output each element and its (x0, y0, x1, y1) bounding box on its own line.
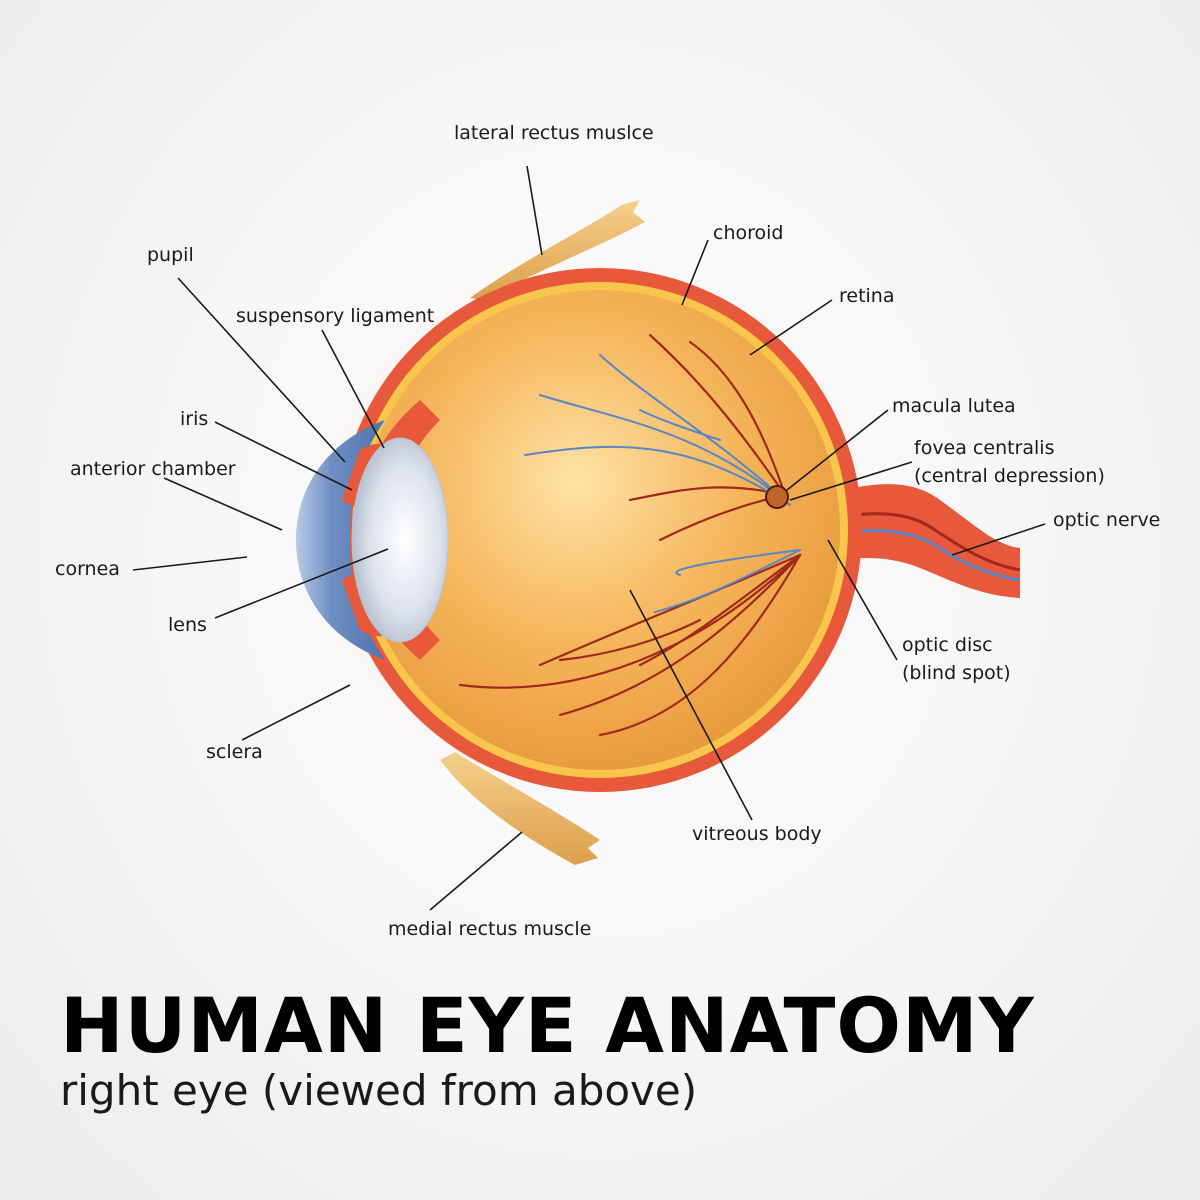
leader-macula-lutea (786, 409, 889, 491)
leader-fovea (789, 461, 913, 501)
label-optic-nerve: optic nerve (1053, 509, 1160, 531)
leader-lateral-rectus (526, 165, 543, 256)
red-blood-vessels (458, 333, 802, 737)
leader-lines (132, 165, 1046, 911)
label-iris: iris (180, 408, 208, 430)
leader-suspensory-ligament (321, 329, 385, 449)
label-suspensory-ligament: suspensory ligament (236, 305, 434, 327)
leader-iris (214, 421, 353, 491)
label-fovea-line1: fovea centralis (914, 437, 1054, 459)
leader-choroid (681, 239, 709, 306)
cornea-shape (296, 420, 385, 660)
label-fovea-line2: (central depression) (914, 465, 1105, 487)
labels: lateral rectus muslce choroid retina pup… (55, 122, 1160, 940)
page-title: HUMAN EYE ANATOMY (60, 981, 1035, 1070)
leader-vitreous-body (629, 589, 753, 821)
label-sclera: sclera (206, 741, 263, 763)
leader-pupil (177, 277, 346, 463)
leader-optic-nerve (951, 523, 1046, 556)
leader-sclera (241, 684, 351, 741)
label-optic-disc-line1: optic disc (902, 634, 993, 656)
label-cornea: cornea (55, 558, 120, 580)
label-pupil: pupil (147, 244, 194, 266)
eye-anatomy-diagram: lateral rectus muslce choroid retina pup… (55, 122, 1160, 940)
label-lens: lens (168, 614, 207, 636)
leader-optic-disc (827, 539, 898, 661)
leader-medial-rectus (429, 831, 523, 911)
lateral-rectus-muscle-shape (470, 200, 645, 300)
label-vitreous-body: vitreous body (692, 823, 822, 845)
label-lateral-rectus: lateral rectus muslce (454, 122, 654, 144)
blue-blood-vessels (524, 354, 801, 613)
label-choroid: choroid (713, 222, 783, 244)
medial-rectus-muscle-shape (440, 752, 600, 865)
leader-retina (749, 299, 833, 356)
leader-cornea (132, 556, 248, 571)
lens-shape (351, 437, 449, 643)
vitreous-body-shape (360, 290, 840, 770)
label-macula-lutea: macula lutea (892, 395, 1016, 417)
page-subtitle: right eye (viewed from above) (60, 1066, 698, 1115)
macula-lutea-shape (765, 485, 789, 509)
leader-anterior-chamber (163, 477, 283, 531)
label-optic-disc-line2: (blind spot) (902, 662, 1011, 684)
leader-lens (214, 548, 389, 619)
label-retina: retina (839, 285, 895, 307)
label-anterior-chamber: anterior chamber (70, 458, 236, 480)
label-medial-rectus: medial rectus muscle (388, 918, 591, 940)
